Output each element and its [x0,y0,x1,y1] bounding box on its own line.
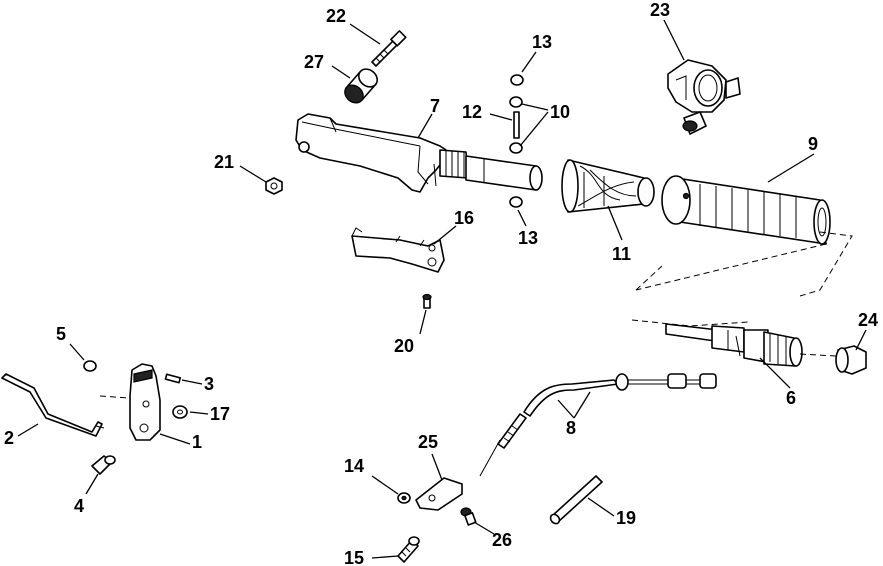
part-16-bracket [351,227,445,273]
callout-13-top: 13 [532,32,552,52]
part-1-lever [99,363,161,441]
part-24-cap [835,345,867,375]
callout-24: 24 [858,310,878,330]
callout-22: 22 [326,6,346,26]
part-23-throttle-housing [667,59,741,135]
part-9-grip [635,175,853,297]
callout-1: 1 [192,432,202,452]
callout-23: 23 [650,0,670,20]
part-21-nut [265,177,283,195]
callout-16: 16 [454,208,474,228]
part-25-cable-clamp [415,477,463,511]
part-3-pin [164,373,182,384]
part-10-washers [509,96,523,154]
callout-11: 11 [612,244,631,264]
callout-19: 19 [616,508,636,528]
callout-2: 2 [4,428,14,448]
callout-27: 27 [304,52,324,72]
part-7-tiller-arm [295,113,543,193]
part-2-link-rod [1,373,105,437]
callout-7: 7 [430,96,440,116]
callout-12: 12 [462,102,482,122]
part-8-throttle-cable [479,373,717,477]
part-15-bolt [397,536,420,563]
part-12-pin [513,111,520,139]
callout-9: 9 [808,134,818,154]
part-26-screw [460,507,477,526]
part-5-washer [83,360,97,372]
part-17-washer [172,405,188,419]
callout-3: 3 [204,374,214,394]
callout-6: 6 [786,388,796,408]
part-4-ball-joint [91,455,116,475]
part-6-throttle-shaft [665,323,803,367]
part-22-bolt [371,30,407,67]
callout-20: 20 [394,336,414,356]
part-19-pin [549,475,603,525]
part-13-bottom-washer [509,196,523,208]
callout-15: 15 [344,548,364,566]
part-13-top-washer [510,74,524,86]
callout-4: 4 [74,496,84,516]
callout-21: 21 [214,152,234,172]
part-11-throttle-sleeve [561,159,655,213]
part-14-washer [397,492,411,504]
callout-17: 17 [210,404,230,424]
part-27-bushing [344,68,379,104]
callout-10: 10 [550,102,570,122]
callout-13-bottom: 13 [518,228,538,248]
callout-8: 8 [566,418,576,438]
callout-14: 14 [344,456,364,476]
callout-5: 5 [56,324,66,344]
part-20-screw [422,293,432,309]
callout-26: 26 [492,530,512,550]
callout-25: 25 [418,432,438,452]
